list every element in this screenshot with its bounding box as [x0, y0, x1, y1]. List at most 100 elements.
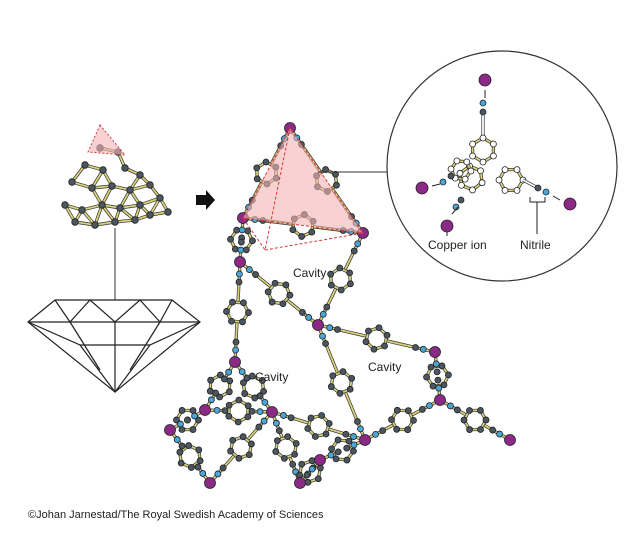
- atom: [116, 204, 124, 212]
- atom: [261, 398, 269, 406]
- atom: [177, 459, 185, 467]
- atom: [164, 208, 172, 216]
- atom: [273, 419, 280, 427]
- atom: [196, 457, 204, 465]
- atom: [279, 300, 287, 308]
- atom: [304, 425, 312, 432]
- atom: [292, 440, 300, 447]
- atom: [213, 406, 221, 414]
- atom: [234, 418, 242, 426]
- atom: [237, 246, 245, 254]
- atom: [207, 376, 215, 384]
- atom: [136, 171, 144, 179]
- atom: [346, 385, 354, 393]
- atom: [339, 368, 347, 376]
- atom: [370, 345, 378, 353]
- atom: [438, 362, 446, 370]
- atom: [429, 346, 441, 358]
- arrow-icon: [431, 183, 441, 187]
- atom: [375, 324, 383, 332]
- atom: [534, 184, 542, 192]
- atom: [501, 166, 509, 174]
- atom: [419, 345, 427, 353]
- atom: [258, 377, 266, 384]
- atom: [291, 450, 299, 458]
- cavity-label: Cavity: [293, 266, 326, 280]
- atom: [212, 389, 219, 397]
- atom: [440, 381, 448, 389]
- atom: [243, 374, 251, 382]
- atom: [280, 454, 288, 462]
- atom: [173, 436, 181, 443]
- atom: [81, 161, 89, 169]
- tetrahedron: [242, 127, 365, 252]
- atom: [191, 412, 198, 420]
- atom: [98, 201, 106, 209]
- atom: [563, 197, 577, 211]
- atom: [284, 433, 292, 441]
- atom: [156, 194, 164, 202]
- atom: [195, 446, 203, 454]
- cavity-label: Cavity: [255, 370, 288, 384]
- atom: [479, 158, 487, 166]
- bond: [317, 324, 339, 373]
- atom: [327, 383, 335, 391]
- atom: [303, 471, 311, 479]
- atom: [264, 288, 272, 296]
- atom: [327, 281, 335, 289]
- atom: [466, 407, 473, 414]
- atom: [178, 442, 186, 450]
- atom: [244, 227, 252, 235]
- atom: [178, 407, 186, 414]
- atom: [427, 363, 435, 371]
- atom: [194, 463, 202, 471]
- cavity-label: Cavity: [368, 360, 401, 374]
- atom: [434, 394, 446, 406]
- atom: [478, 73, 492, 87]
- atom: [245, 266, 253, 273]
- atom: [418, 406, 426, 413]
- atom: [410, 416, 417, 424]
- atom: [334, 448, 342, 456]
- atom: [379, 427, 387, 434]
- atom: [229, 436, 237, 444]
- atom: [244, 413, 252, 421]
- atom: [253, 175, 261, 183]
- atom: [238, 226, 246, 234]
- atom: [136, 201, 144, 209]
- atom: [495, 176, 503, 184]
- atom: [332, 170, 339, 178]
- atom: [478, 179, 486, 187]
- atom: [496, 430, 503, 438]
- atom: [245, 451, 253, 459]
- atom: [354, 418, 361, 425]
- atom: [241, 390, 249, 397]
- atom: [225, 412, 233, 420]
- atom: [445, 371, 452, 379]
- atom: [256, 392, 264, 400]
- atom: [78, 206, 86, 214]
- atom: [225, 401, 233, 409]
- atom: [311, 433, 319, 440]
- atom: [289, 460, 297, 468]
- atom: [227, 235, 234, 243]
- atom: [71, 218, 79, 226]
- atom: [308, 228, 316, 236]
- atom: [216, 371, 224, 379]
- atom: [199, 470, 207, 477]
- atom: [235, 396, 243, 404]
- atom: [381, 342, 388, 350]
- atom: [229, 298, 236, 306]
- atom: [232, 346, 239, 354]
- atom: [412, 344, 419, 351]
- atom: [467, 167, 475, 175]
- atom: [249, 237, 256, 245]
- atom: [461, 175, 469, 183]
- atom: [299, 309, 306, 316]
- atom: [121, 164, 129, 172]
- atom: [348, 374, 356, 382]
- atom: [504, 434, 516, 446]
- atom: [111, 218, 119, 226]
- atom: [234, 256, 246, 268]
